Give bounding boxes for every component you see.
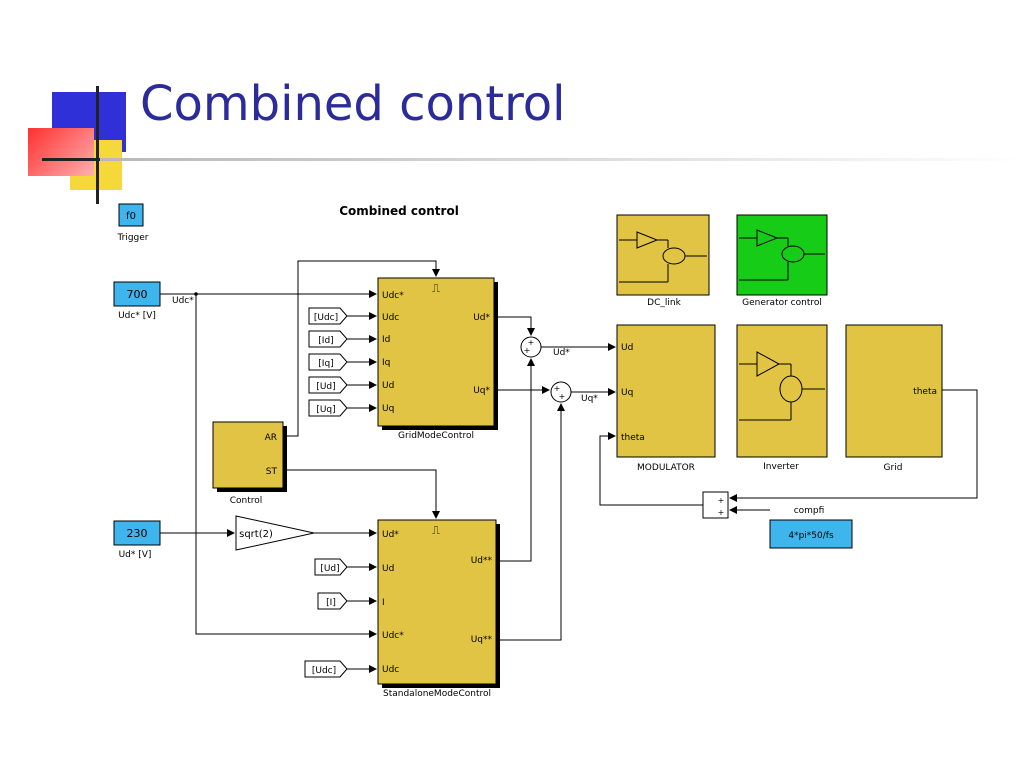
junction-udc (194, 292, 198, 296)
compfi-sum-sign-1: + (718, 496, 725, 505)
modulator-name: MODULATOR (637, 463, 695, 473)
grid-block[interactable] (845, 324, 943, 458)
tag-udc-grid[interactable] (308, 307, 348, 325)
udc-constant-block[interactable] (113, 281, 161, 307)
trigger-value: f0 (126, 211, 136, 222)
tag-id-grid[interactable] (308, 330, 348, 348)
standalone-out-ud: Ud** (471, 556, 493, 566)
title-rule (100, 158, 1024, 161)
modulator-in-uq: Uq (621, 388, 633, 398)
tag-ud-grid[interactable] (308, 376, 348, 394)
modulator-in-theta: theta (621, 433, 645, 443)
tag-udc-grid-label: [Udc] (314, 313, 338, 323)
udc-constant-label: Udc* [V] (118, 311, 156, 321)
grid-mode-block[interactable] (377, 277, 495, 427)
control-block[interactable] (212, 421, 284, 489)
grid-mode-in-uq: Uq (382, 404, 394, 414)
sum-uq-label: Uq* (581, 394, 598, 404)
compfi-sum-sign-2: + (718, 508, 725, 517)
tag-uq-grid-label: [Uq] (316, 405, 335, 415)
compfi-constant-value: 4*pi*50/fs (788, 531, 834, 541)
udc-constant-value: 700 (127, 288, 148, 301)
grid-mode-in-ud: Ud (382, 381, 394, 391)
grid-mode-in-udc-star: Udc* (382, 291, 404, 301)
generator-control-icon (739, 229, 825, 281)
ud-constant-block[interactable] (113, 520, 161, 546)
ud-constant-value: 230 (127, 527, 148, 540)
grid-out-theta: theta (913, 387, 937, 397)
standalone-in-udc: Udc (382, 665, 399, 675)
grid-mode-in-iq: Iq (382, 358, 390, 368)
grid-mode-name: GridModeControl (398, 431, 474, 441)
decor-red-square (28, 128, 94, 176)
compfi-label: compfi (794, 506, 825, 516)
tag-udc-standalone-label: [Udc] (312, 666, 336, 676)
tag-udc-standalone[interactable] (304, 660, 348, 678)
generator-control-name: Generator control (742, 298, 822, 308)
grid-mode-in-id: Id (382, 335, 390, 345)
grid-mode-in-udc: Udc (382, 313, 399, 323)
tag-iq-grid[interactable] (308, 353, 348, 371)
modulator-block[interactable] (616, 324, 716, 458)
sum-uq-sign-2: + (559, 392, 566, 401)
inverter-name: Inverter (763, 462, 799, 472)
slide-title: Combined control (140, 76, 566, 132)
tag-ud-standalone-label: [Ud] (320, 564, 339, 574)
tag-iq-grid-label: [Iq] (318, 359, 333, 369)
trigger-label: Trigger (116, 233, 148, 243)
udc-signal-label: Udc* (172, 296, 194, 306)
gain-label: sqrt(2) (239, 529, 273, 540)
tag-ud-standalone[interactable] (314, 558, 348, 576)
standalone-in-ud-star: Ud* (382, 530, 399, 540)
tag-uq-grid[interactable] (308, 399, 348, 417)
decor-horizontal-line (42, 158, 124, 161)
control-out-ar: AR (265, 433, 277, 443)
tag-ud-grid-label: [Ud] (316, 382, 335, 392)
inverter-icon (739, 351, 825, 421)
diagram-caption: Combined control (339, 204, 459, 218)
compfi-constant-block[interactable] (769, 519, 853, 549)
tag-i-standalone-label: [I] (326, 598, 336, 608)
grid-mode-trigger-symbol: ⎍ (432, 282, 440, 295)
sum-ud-sign-1: + (528, 338, 535, 347)
gain-block[interactable] (235, 515, 315, 551)
compfi-sum-block[interactable] (702, 491, 729, 519)
sum-ud-sign-2: + (524, 346, 531, 355)
grid-mode-out-ud: Ud* (473, 313, 490, 323)
control-out-st: ST (266, 467, 278, 477)
ud-constant-label: Ud* [V] (119, 550, 152, 560)
sum-ud-label: Ud* (553, 348, 570, 358)
tag-i-standalone[interactable] (317, 592, 348, 610)
sum-uq-sign-1: + (554, 384, 561, 393)
control-name: Control (230, 496, 263, 506)
modulator-in-ud: Ud (621, 343, 633, 353)
dc-link-icon (619, 231, 707, 283)
standalone-in-udc-star: Udc* (382, 631, 404, 641)
standalone-in-ud: Ud (382, 564, 394, 574)
standalone-mode-block[interactable] (377, 519, 497, 685)
standalone-out-uq: Uq** (471, 635, 493, 645)
tag-id-grid-label: [Id] (318, 336, 333, 346)
standalone-in-i: I (382, 598, 385, 608)
standalone-trigger-symbol: ⎍ (432, 524, 440, 537)
decor-vertical-line (96, 86, 99, 204)
dc-link-name: DC_link (647, 298, 681, 308)
trigger-block[interactable] (118, 203, 144, 227)
grid-mode-out-uq: Uq* (473, 386, 490, 396)
standalone-mode-name: StandaloneModeControl (383, 689, 491, 699)
grid-name: Grid (884, 463, 903, 473)
